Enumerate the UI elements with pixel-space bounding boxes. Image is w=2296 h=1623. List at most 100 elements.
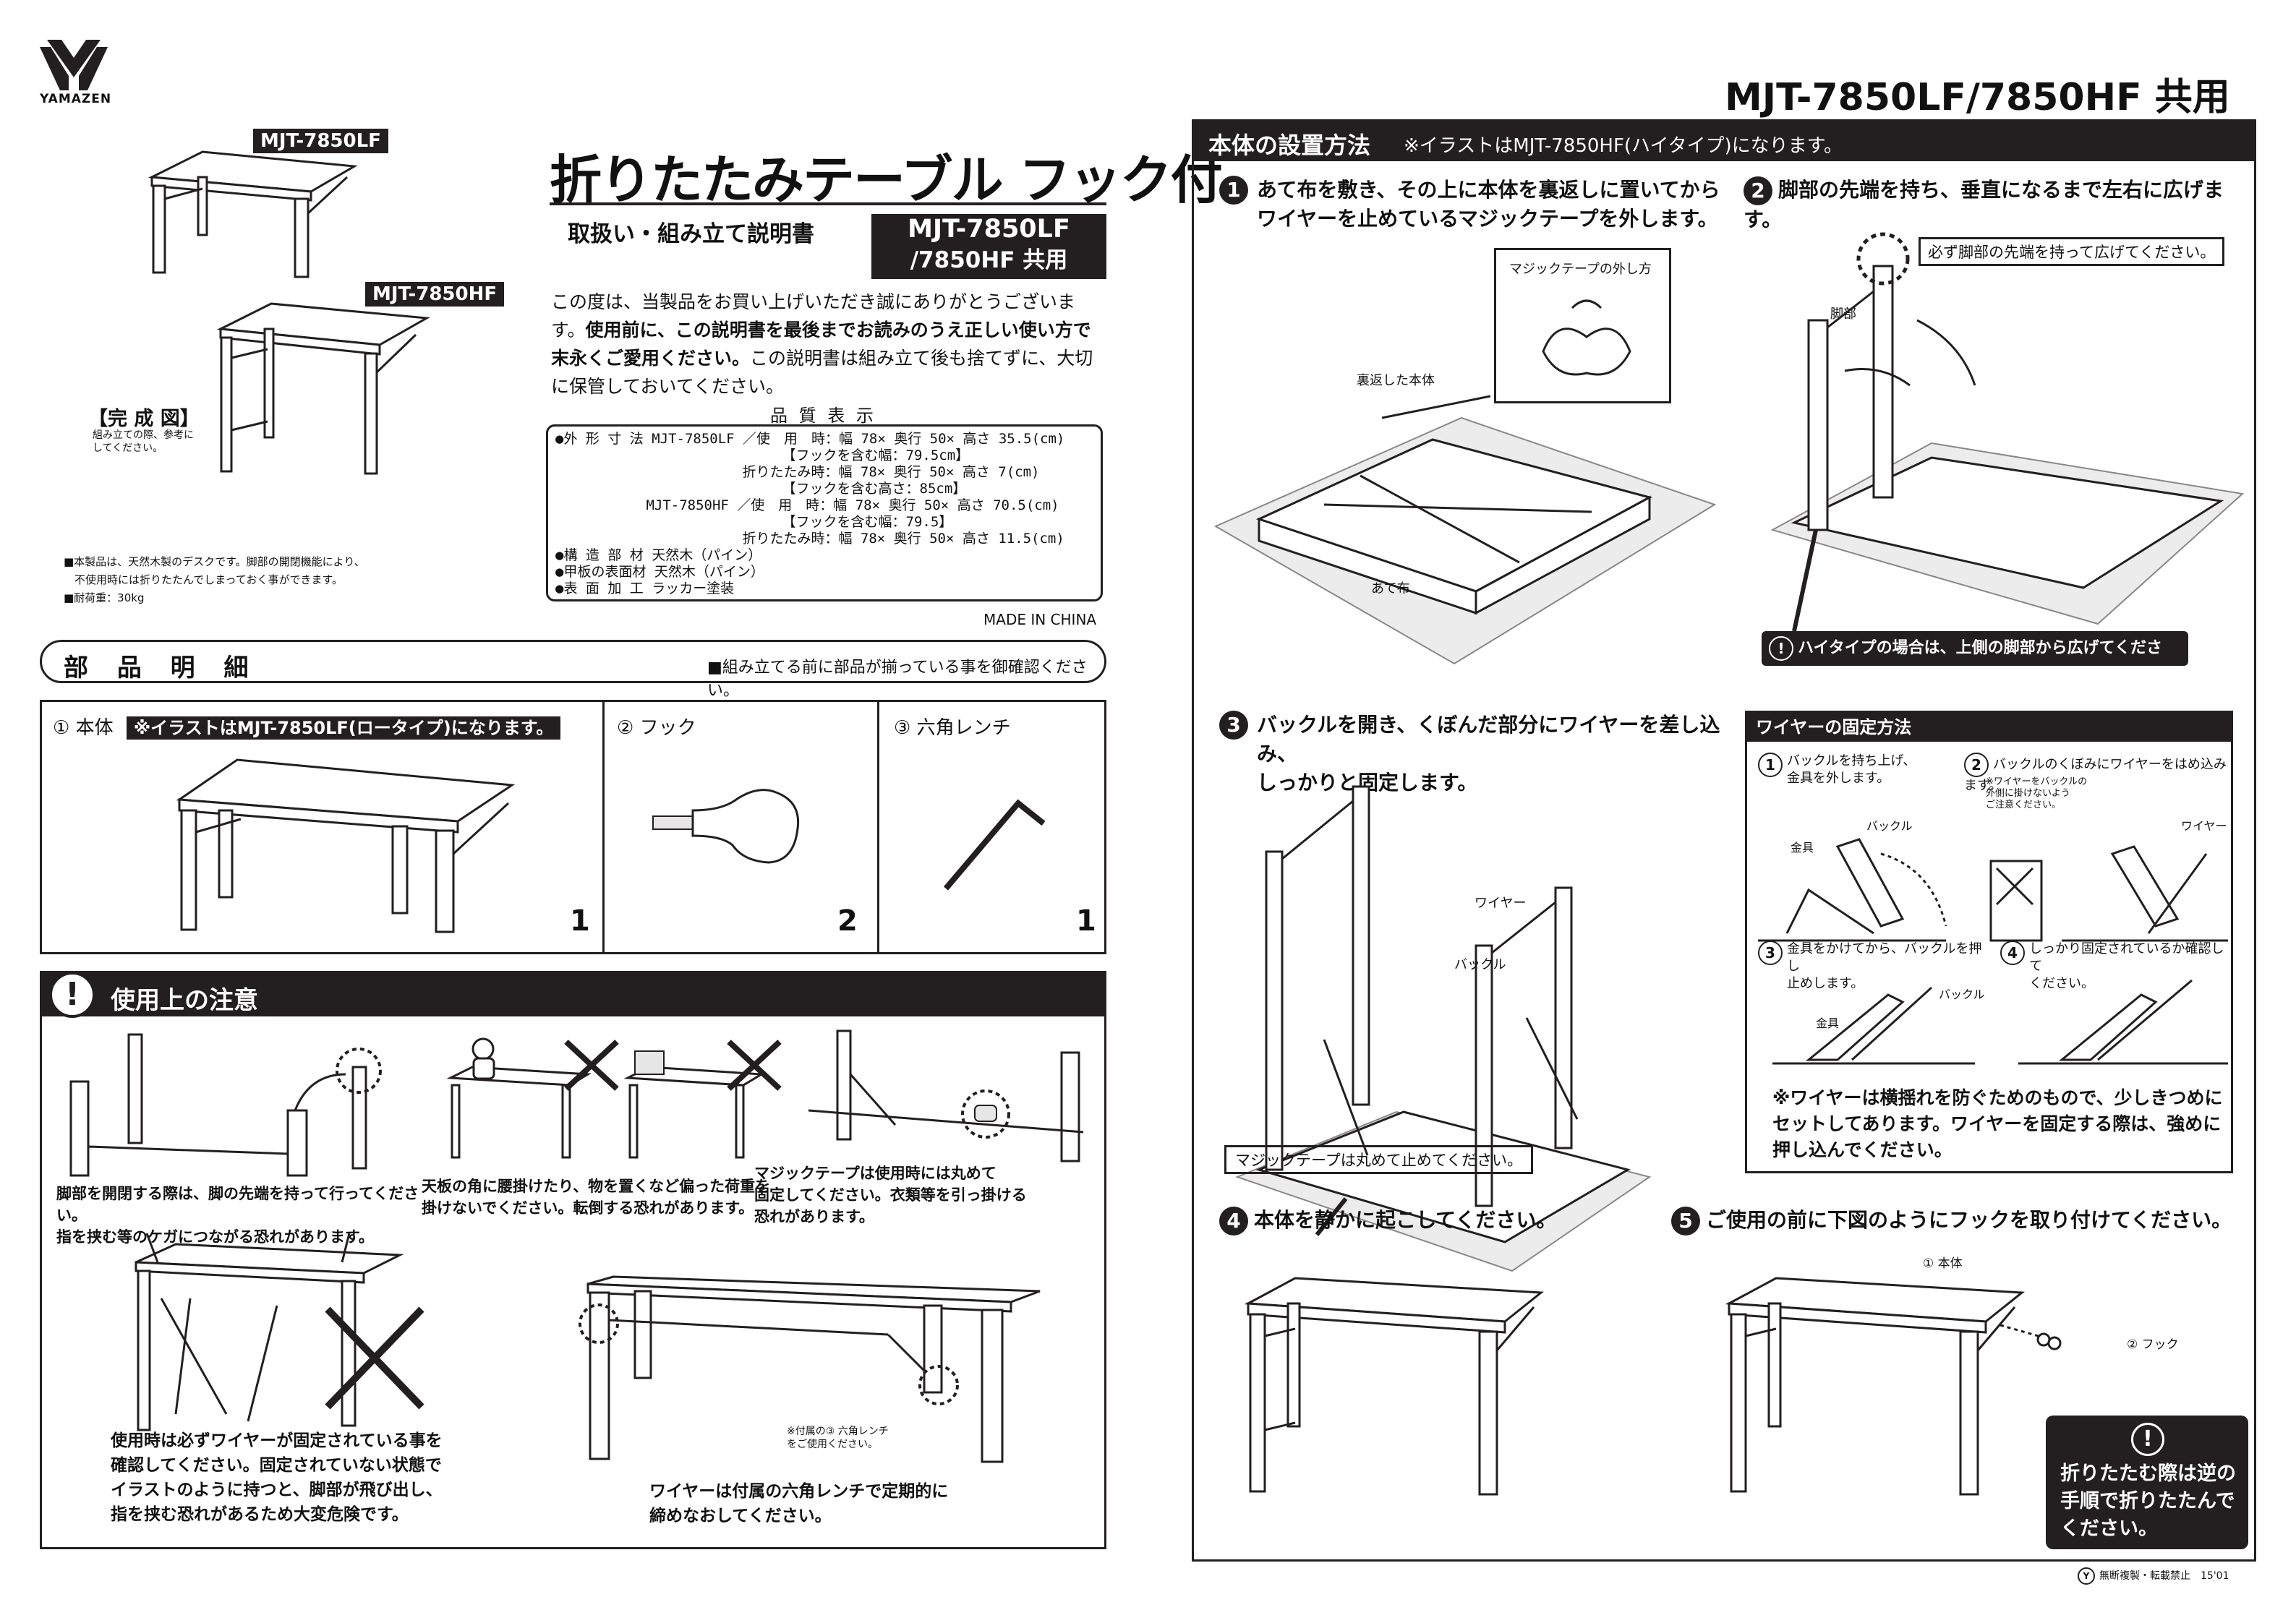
quality-line: ●甲板の表面材 天然木（パイン）: [555, 564, 764, 580]
yamazen-logo-icon: [40, 40, 108, 90]
step-2-number: 2: [1744, 176, 1772, 205]
quality-table: ●外 形 寸 法 MJT-7850LF ／使 用 時：幅 78× 奥行 50× …: [546, 424, 1103, 601]
low-table-illustration: [148, 150, 358, 278]
wire-fix-title: ワイヤーの固定方法: [1747, 713, 2231, 742]
part-wrench-label: ③ 六角レンチ: [894, 717, 1011, 739]
step-1-number: 1: [1219, 176, 1248, 205]
setup-note: ※イラストはMJT-7850HF(ハイタイプ)になります。: [1404, 135, 1843, 157]
caution-illustration-legs: [69, 1033, 382, 1177]
note-line: ■耐荷重：30kg: [64, 591, 145, 604]
caution-text-1: 脚部を開閉する際は、脚の先端を持って行ってください。 指を挟む等のケガにつながる…: [56, 1185, 419, 1246]
caution-illustration-wrench: [579, 1275, 1041, 1463]
model-box-line1: MJT-7850LF: [908, 215, 1070, 244]
step-5-text: ご使用の前に下図のようにフックを取り付けてください。: [1706, 1208, 2232, 1232]
quality-line: 折りたたみ時：幅 78× 奥行 50× 高さ 7(cm): [555, 464, 1040, 480]
quality-line: MJT-7850HF ／使 用 時：幅 78× 奥行 50× 高さ 70.5(c…: [555, 497, 1059, 513]
step-2-illustration: [1770, 232, 2245, 632]
part-hook-qty: 2: [837, 904, 858, 938]
warning-icon: !: [1769, 636, 1793, 661]
wire-fix-step-1-num: 1: [1758, 753, 1783, 777]
part-body-illustration: [176, 758, 516, 933]
completion-note: 組み立ての際、参考にしてください。: [93, 429, 194, 454]
caution-illustration-sitting: [446, 1037, 782, 1159]
quality-line: ●外 形 寸 法 MJT-7850LF ／使 用 時：幅 78× 奥行 50× …: [555, 431, 1065, 447]
high-type-note-text: ハイタイプの場合は、上側の脚部から広げてください。: [1762, 639, 2163, 692]
body-label: ① 本体: [1923, 1256, 1963, 1271]
intro-bold: 使用前に、この説明書を最後までお読みのうえ正しい使い方で末永くご愛用ください。: [551, 320, 1091, 369]
part-divider: [877, 702, 879, 952]
quality-title: 品 質 表 示: [770, 406, 876, 426]
buckle-label: バックル: [1454, 957, 1506, 972]
part-body-label: ① 本体: [53, 717, 114, 739]
product-notes: ■本製品は、天然木製のデスクです。脚部の開閉機能により、 不使用時には折りたたん…: [64, 553, 365, 607]
velcro-roll-note: マジックテープは丸めて止めてください。: [1224, 1145, 1534, 1174]
intro-p2: この説明書は組み立て後も捨てずに、大切に保管しておいてください。: [551, 348, 1093, 397]
wire-outside-note: ※ワイヤーをバックルの 外側に掛けないよう ご注意ください。: [1986, 776, 2088, 810]
step-1-text: あて布を敷き、その上に本体を裏返しに置いてから ワイヤーを止めているマジックテー…: [1257, 178, 1720, 231]
parts-header: 部 品 明 細 ■組み立てる前に部品が揃っている事を御確認ください。: [40, 640, 1106, 700]
wire-fix-step-3-text: 金具をかけてから、バックルを押し 止めします。: [1787, 941, 1982, 991]
part-divider: [602, 702, 605, 952]
caution-text-5: ワイヤーは付属の六角レンチで定期的に 締めなおしてください。: [649, 1482, 949, 1525]
metal-label: 金具: [1791, 841, 1814, 855]
footer: Y 無断複製・転載禁止 15'01: [2078, 1567, 2229, 1585]
part-body: ① 本体 ※イラストはMJT-7850LF(ロータイプ)になります。: [53, 713, 561, 740]
caution-illustration-velcro: [808, 1029, 1084, 1162]
note-line: 不使用時には折りたたんでしまっておく事ができます。: [64, 573, 343, 586]
quality-line: 【フックを含む高さ：85cm】: [555, 481, 967, 497]
wire-fix-step-2-text: バックルのくぼみにワイヤーをはめ込みます。: [1964, 757, 2227, 793]
wire-fix-illustration-top: [1758, 838, 2228, 942]
warning-icon: !: [49, 972, 95, 1018]
wire-fix-step-4: 4 しっかり固定されているか確認して ください。: [2000, 941, 2232, 993]
step-4-text: 本体を静かに起こしてください。: [1254, 1208, 1557, 1232]
fold-note-text: 折りたたむ際は逆の 手順で折りたたんで ください。: [2060, 1463, 2236, 1540]
step-1: 1 あて布を敷き、その上に本体を裏返しに置いてから ワイヤーを止めているマジック…: [1219, 176, 1725, 234]
part-hook-label: ② フック: [617, 717, 696, 739]
wire-fix-step-1: 1 バックルを持ち上げ、 金具を外します。: [1758, 753, 1975, 787]
caution-text-3: マジックテープは使用時には丸めて 固定してください。衣類等を引っ掛ける 恐れがあ…: [754, 1165, 1027, 1225]
caution-text-2: 天板の角に腰掛けたり、物を置くなど偏った荷重を 掛けないでください。転倒する恐れ…: [422, 1178, 771, 1217]
quality-line: 【フックを含む幅：79.5cm】: [555, 447, 970, 463]
high-type-note: !ハイタイプの場合は、上側の脚部から広げてください。: [1762, 631, 2188, 692]
title-underline: [550, 202, 1106, 205]
wire-fix-step-4-text: しっかり固定されているか確認して ください。: [2029, 941, 2224, 991]
part-wrench-qty: 1: [1076, 904, 1096, 938]
wire-label: ワイヤー: [1475, 896, 1527, 911]
completion-title: 【完 成 図】: [88, 408, 200, 430]
velcro-how-label: マジックテープの外し方: [1509, 262, 1652, 277]
parts-note: ■組み立てる前に部品が揃っている事を御確認ください。: [707, 659, 1088, 700]
step-4-number: 4: [1219, 1207, 1248, 1236]
brand-logo: YAMAZEN: [40, 40, 112, 108]
caution-title: 使用上の注意: [111, 986, 258, 1015]
metal-label-2: 金具: [1816, 1016, 1840, 1030]
velcro-how-box: マジックテープの外し方: [1494, 248, 1671, 403]
brand-name: YAMAZEN: [40, 92, 112, 106]
step-2-text: 脚部の先端を持ち、垂直になるまで左右に広げます。: [1744, 178, 2224, 231]
manual-title: 取扱い・組み立て説明書: [568, 221, 814, 247]
cloth-label: あて布: [1371, 581, 1410, 596]
buckle-label-2: バックル: [1866, 819, 1913, 833]
intro-text: この度は、当製品をお買い上げいただき誠にありがとうございます。使用前に、この説明…: [551, 288, 1108, 401]
step-5-illustration: [1725, 1277, 2062, 1496]
quality-line: 折りたたみ時：幅 78× 奥行 50× 高さ 11.5(cm): [555, 531, 1064, 547]
step-3-number: 3: [1219, 711, 1248, 740]
wire-fix-step-2-num: 2: [1964, 753, 1989, 777]
product-title: 折りたたみテーブル フック付: [550, 150, 1223, 210]
parts-title: 部 品 明 細: [64, 654, 259, 682]
step-4-illustration: [1244, 1277, 1544, 1496]
quality-line: 【フックを含む幅：79.5】: [555, 514, 953, 530]
flipped-body-label: 裏返した本体: [1357, 373, 1435, 388]
brand-mark-icon: Y: [2078, 1567, 2095, 1585]
wire-fix-step-3: 3 金具をかけてから、バックルを押し 止めします。: [1758, 941, 1989, 993]
footer-text: 無断複製・転載禁止 15'01: [2099, 1570, 2229, 1582]
caution-section: ! 使用上の注意 脚部を開閉する際は、脚の先端を持って行ってください。 指を: [40, 971, 1106, 1549]
caution-text-4: 使用時は必ずワイヤーが固定されている事を 確認してください。固定されていない状態…: [111, 1431, 443, 1524]
hold-tip-box: 必ず脚部の先端を持って広げてください。: [1919, 237, 2225, 266]
velcro-icon: [1542, 299, 1631, 376]
wire-fix-step-3-num: 3: [1758, 941, 1783, 965]
wire-note: ※ワイヤーは横揺れを防ぐためのもので、少しきつめに セットしてあります。ワイヤー…: [1772, 1087, 2223, 1160]
high-table-illustration: [216, 302, 430, 475]
model-box-line2: /7850HF 共用: [910, 247, 1068, 273]
